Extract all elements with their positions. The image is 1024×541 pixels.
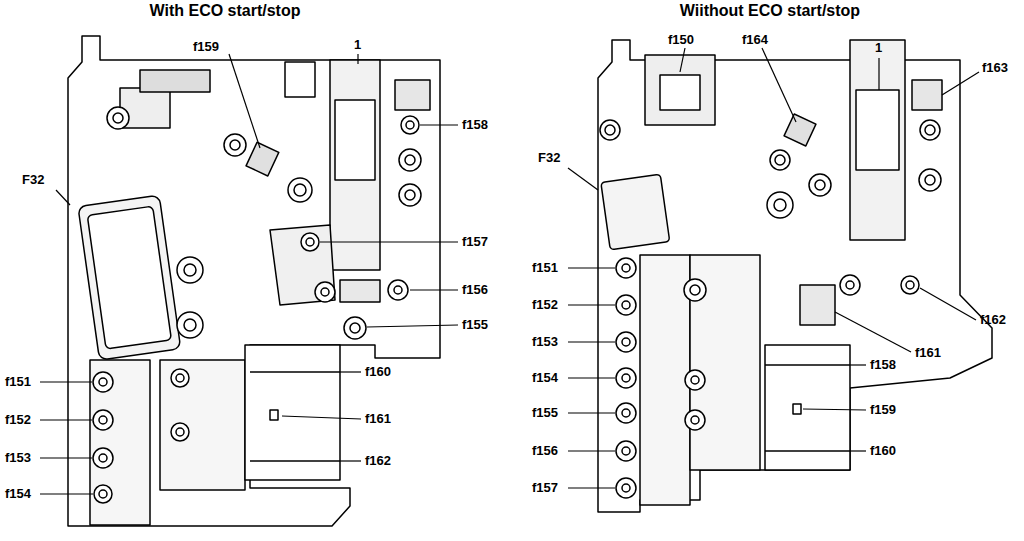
- callout-label: f163: [982, 61, 1008, 76]
- callout-label: f158: [462, 118, 488, 133]
- callout-label: f159: [193, 40, 219, 55]
- callout-label: f157: [462, 235, 488, 250]
- callout-label: f156: [462, 283, 488, 298]
- callout-label: f160: [870, 444, 896, 459]
- callout-label: f162: [365, 454, 391, 469]
- callout-label: f160: [365, 365, 391, 380]
- callout-label: f153: [5, 451, 31, 466]
- panel-title: Wiithout ECO start/stop: [680, 2, 860, 20]
- callout-label: f157: [532, 481, 558, 496]
- callout-label: f152: [532, 298, 558, 313]
- callout-label: f155: [462, 318, 488, 333]
- callout-label: 1: [875, 41, 882, 56]
- panel-title: With ECO start/stop: [150, 2, 301, 20]
- callout-label: f156: [532, 444, 558, 459]
- callout-label: f154: [532, 371, 558, 386]
- callout-label: f155: [532, 406, 558, 421]
- callout-label: f161: [915, 346, 941, 361]
- callout-label: f151: [5, 375, 31, 390]
- callout-label: f154: [5, 487, 31, 502]
- callout-label: f153: [532, 335, 558, 350]
- callout-label: f161: [365, 412, 391, 427]
- callout-label: 1: [354, 38, 361, 53]
- callout-label: f164: [742, 33, 768, 48]
- callout-label: f158: [870, 358, 896, 373]
- callout-label: F32: [538, 151, 560, 166]
- callout-label: f159: [870, 403, 896, 418]
- callout-label: F32: [22, 173, 44, 188]
- callout-label: f152: [5, 413, 31, 428]
- callout-label: f151: [532, 261, 558, 276]
- callout-label: f150: [668, 33, 694, 48]
- callout-label: f162: [980, 313, 1006, 328]
